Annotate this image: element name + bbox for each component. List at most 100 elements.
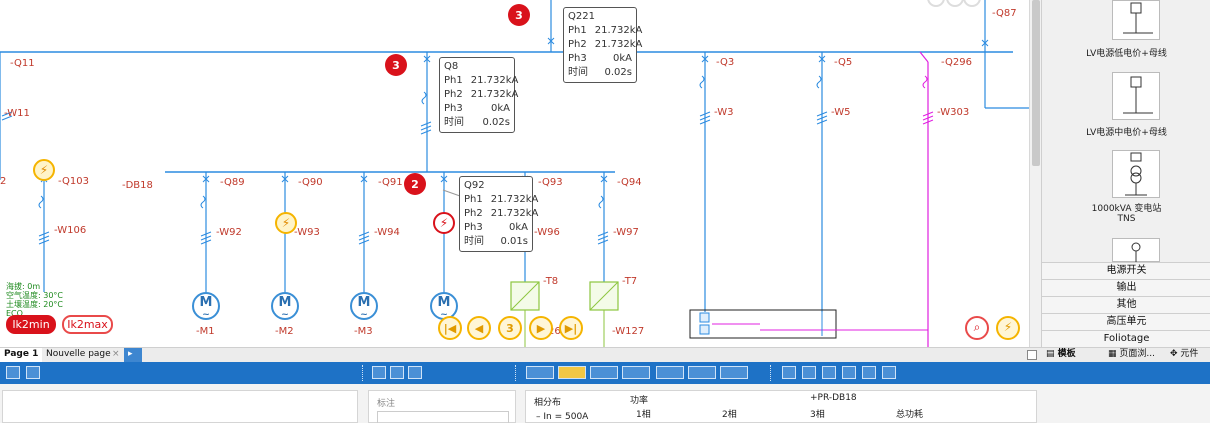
motor-m2-letter: M xyxy=(278,295,292,310)
vertical-scrollbar[interactable] xyxy=(1029,0,1041,347)
tooltip-ph3-value: 0kA xyxy=(613,53,632,64)
label-q11: -Q11 xyxy=(10,58,35,69)
tab-templates-label: 模板 xyxy=(1057,349,1076,359)
template-label-1: LV电源低电价+母线 xyxy=(1086,49,1167,59)
fault-lightning-icon[interactable]: ⚡ xyxy=(33,159,55,181)
tooltip-ph1-value: 21.732kA xyxy=(594,25,643,36)
label-t8: -T8 xyxy=(543,276,559,287)
new-page-icon[interactable]: ▸ xyxy=(124,348,142,362)
in-value: – In = 500A xyxy=(536,412,589,422)
motor-m1-wave: ~ xyxy=(202,310,210,320)
ik2max-button[interactable]: Ik2max xyxy=(62,315,113,334)
curve-icon[interactable] xyxy=(882,366,896,379)
table-view-icon[interactable] xyxy=(656,366,684,379)
curve-icon[interactable] xyxy=(822,366,836,379)
fault-count-badge: 2 xyxy=(404,173,426,195)
tooltip-ph3-label: Ph3 xyxy=(444,103,463,114)
label-w3: -W3 xyxy=(714,107,734,118)
category-foliotage[interactable]: Foliotage xyxy=(1042,330,1210,347)
location-icon[interactable] xyxy=(390,366,404,379)
motor-m4-letter: M xyxy=(437,295,451,310)
table-view-icon[interactable] xyxy=(688,366,716,379)
curve-icon[interactable] xyxy=(782,366,796,379)
tab-templates[interactable]: ▤ 模板 xyxy=(1046,348,1076,362)
category-output[interactable]: 输出 xyxy=(1042,279,1210,296)
template-thumbnail-2[interactable] xyxy=(1112,72,1160,120)
toolbar-separator xyxy=(362,365,364,381)
table-view-icon[interactable] xyxy=(590,366,618,379)
motor-m4[interactable]: M~ xyxy=(430,292,458,320)
last-page-button[interactable]: ▶| xyxy=(559,316,583,340)
label-m3: -M3 xyxy=(354,326,373,337)
toolbar-separator xyxy=(770,365,772,381)
phase-distribution-label: 相分布 xyxy=(534,398,562,408)
template-thumbnail-1[interactable] xyxy=(1112,0,1160,40)
table-view-icon[interactable] xyxy=(526,366,554,379)
fault-table-icon[interactable] xyxy=(622,366,650,379)
label-w92: -W92 xyxy=(216,227,242,238)
tab-elements-label: 元件 xyxy=(1180,349,1199,359)
label-q91: -Q91 xyxy=(378,177,403,188)
tab-elements[interactable]: ✥ 元件 xyxy=(1170,348,1198,362)
label-w303: -W303 xyxy=(937,107,970,118)
tooltip-ph2-label: Ph2 xyxy=(444,89,463,100)
category-hv-unit[interactable]: 高压单元 xyxy=(1042,313,1210,330)
curve-icon[interactable] xyxy=(842,366,856,379)
lightning-icon[interactable]: ⚡ xyxy=(996,316,1020,340)
label-left2: 2 xyxy=(0,176,7,187)
tab-page-browser[interactable]: ▦ 页面浏... xyxy=(1108,348,1155,362)
tooltip-ph3-label: Ph3 xyxy=(464,222,483,233)
extra-text: ECO xyxy=(6,309,23,318)
motor-m3[interactable]: M~ xyxy=(350,292,378,320)
motor-m2[interactable]: M~ xyxy=(271,292,299,320)
motor-m2-wave: ~ xyxy=(281,310,289,320)
toolbar-separator xyxy=(515,365,517,381)
panel-toggle-icon[interactable] xyxy=(1027,350,1037,360)
motor-m1[interactable]: M~ xyxy=(192,292,220,320)
motor-m3-letter: M xyxy=(357,295,371,310)
power-pane: 相分布 – In = 500A 功率 1相 2相 +PR-DB18 3相 总功耗 xyxy=(525,390,1037,423)
layout-icon[interactable] xyxy=(26,366,40,379)
tooltip-ph1-label: Ph1 xyxy=(568,25,587,36)
category-power-switch[interactable]: 电源开关 xyxy=(1042,262,1210,279)
category-other[interactable]: 其他 xyxy=(1042,296,1210,313)
template-tab-icon: ▤ xyxy=(1046,349,1058,359)
fit-icon[interactable] xyxy=(408,366,422,379)
curve-icon[interactable] xyxy=(862,366,876,379)
note-input[interactable] xyxy=(377,411,509,423)
label-q90: -Q90 xyxy=(298,177,323,188)
tooltip-time-label: 时间 xyxy=(464,236,484,247)
grid-icon[interactable] xyxy=(6,366,20,379)
close-tab-icon[interactable]: × xyxy=(112,349,120,359)
curve-icon[interactable] xyxy=(802,366,816,379)
template-thumbnail-4[interactable] xyxy=(1112,238,1160,263)
tooltip-ph2-value: 21.732kA xyxy=(594,39,643,50)
fault-lightning-icon[interactable]: ⚡ xyxy=(275,212,297,234)
template-thumbnail-3[interactable] xyxy=(1112,150,1160,198)
table-view-icon[interactable] xyxy=(720,366,748,379)
page-number-button[interactable]: 3 xyxy=(498,316,522,340)
tooltip-ph1-label: Ph1 xyxy=(464,194,483,205)
fault-lightning-active-icon[interactable]: ⚡ xyxy=(433,212,455,234)
search-icon[interactable]: ⌕ xyxy=(965,316,989,340)
page-tab-2[interactable]: Nouvelle page xyxy=(46,349,111,359)
label-w94: -W94 xyxy=(374,227,400,238)
in-value-text: In = 500A xyxy=(543,412,589,422)
label-w93: -W93 xyxy=(294,227,320,238)
diagram-canvas[interactable]: -Q11 -W11 2 -Q103 -W106 -DB18 -Q89 -Q90 … xyxy=(0,0,1029,347)
template-panel: LV电源低电价+母线 LV电源中电价+母线 1000kVA 变电站 TNS 电源… xyxy=(1041,0,1210,347)
motor-m4-wave: ~ xyxy=(440,310,448,320)
scrollbar-thumb[interactable] xyxy=(1032,0,1040,166)
table-view-active-icon[interactable] xyxy=(558,366,586,379)
page-tab-1[interactable]: Page 1 xyxy=(0,348,43,362)
phase3-label: 3相 xyxy=(810,410,825,420)
prev-page-button[interactable]: ◀ xyxy=(467,316,491,340)
next-page-button[interactable]: ▶ xyxy=(529,316,553,340)
environment-info: 海拔: 0m 空气温度: 30°C 土壤温度: 20°C ECO xyxy=(6,282,63,318)
tooltip-time-value: 0.02s xyxy=(482,117,510,128)
edit-icon[interactable] xyxy=(372,366,386,379)
first-page-button[interactable]: |◀ xyxy=(438,316,462,340)
ik2min-button[interactable]: Ik2min xyxy=(6,315,56,334)
